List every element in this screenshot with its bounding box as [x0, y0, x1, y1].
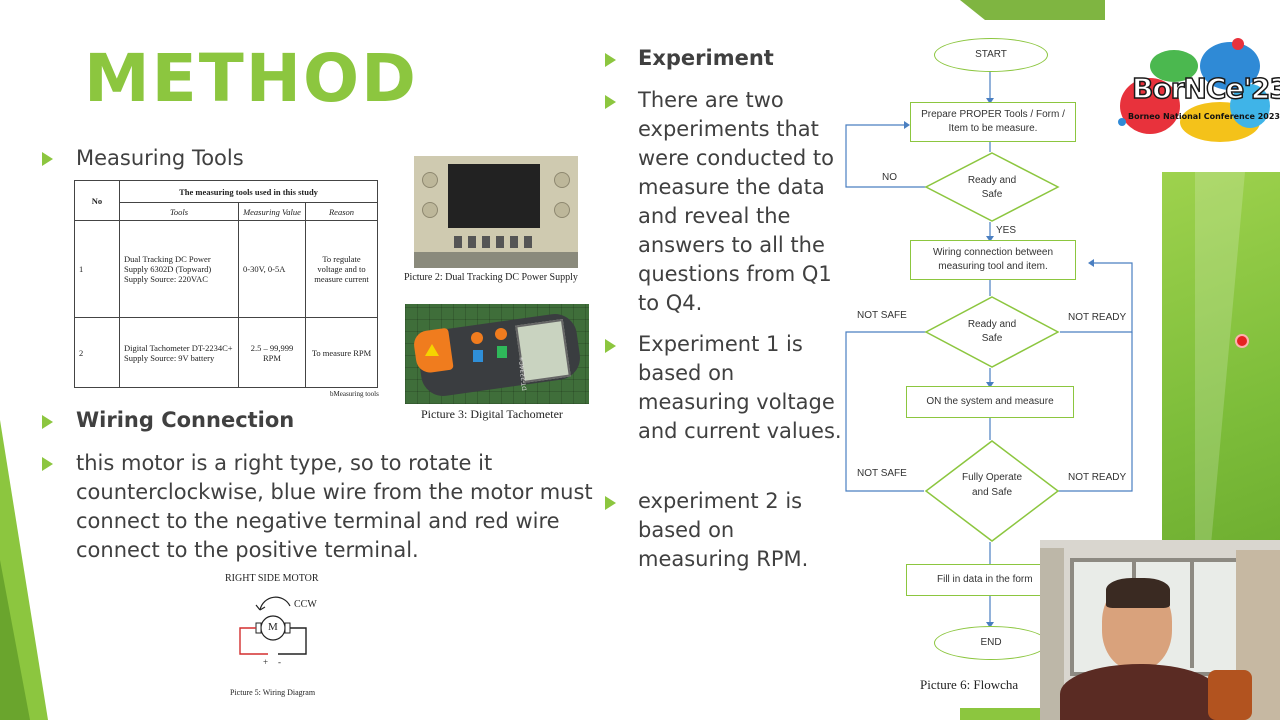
laser-pointer-dot [1235, 334, 1249, 348]
experiment-description: There are two experiments that were cond… [638, 88, 834, 315]
minus-terminal-label: - [278, 657, 281, 667]
table-header-no: No [74, 180, 120, 221]
logo-name: BorNCe'23 [1131, 71, 1280, 106]
bornce-logo [1118, 38, 1270, 142]
top-accent-bar [985, 0, 1105, 20]
bottom-accent-bar [960, 708, 1050, 720]
table-row: 1 Dual Tracking DC Power Supply 6302D (T… [74, 219, 378, 319]
not-safe-label: NOT SAFE [857, 310, 907, 321]
flowchart-prepare-step: Prepare PROPER Tools / Form / Item to be… [910, 102, 1076, 142]
experiment-1-text: Experiment 1 is based on measuring volta… [638, 332, 842, 443]
not-ready-label: NOT READY [1068, 472, 1127, 483]
motor-label: M [268, 621, 278, 633]
measuring-tools-heading: Measuring Tools [76, 146, 244, 170]
table-row: 2 Digital Tachometer DT-2234C+ Supply So… [74, 317, 378, 388]
logo-subtitle: Borneo National Conference 2023 [1128, 112, 1280, 121]
power-supply-photo [414, 156, 578, 268]
bullet-icon [42, 152, 53, 166]
yes-label: YES [996, 225, 1017, 236]
not-ready-label: NOT READY [1068, 312, 1127, 323]
picture-6-caption: Picture 6: Flowcha [920, 677, 1019, 692]
picture-2-caption: Picture 2: Dual Tracking DC Power Supply [404, 272, 578, 283]
table-cell: 2.5 – 99,999 RPM [238, 317, 306, 388]
flowchart-decision-2 [924, 296, 1060, 368]
flowchart-decision-1 [924, 152, 1060, 222]
decision-3-label: Fully Operate and Safe [961, 472, 1023, 498]
table-cell: Digital Tachometer DT-2234C+ Supply Sour… [119, 317, 239, 388]
table-cell: 2 [74, 317, 120, 388]
table-col-tools: Tools [119, 202, 239, 221]
bullet-icon [605, 496, 616, 510]
measuring-tools-table: No The measuring tools used in this stud… [74, 180, 378, 388]
experiment-2-text: experiment 2 is based on measuring RPM. [638, 489, 809, 571]
bullet-icon [605, 53, 616, 67]
picture-5-caption: Picture 5: Wiring Diagram [230, 688, 316, 697]
table-cell: To regulate voltage and to measure curre… [305, 219, 378, 319]
wiring-description: this motor is a right type, so to rotate… [76, 451, 593, 562]
presenter-webcam [1040, 540, 1280, 720]
no-label: NO [882, 172, 897, 183]
left-accent-triangle-dark [0, 560, 30, 720]
ccw-label: CCW [294, 599, 317, 610]
table-cell: To measure RPM [305, 317, 378, 388]
flowchart-end: END [934, 626, 1048, 660]
bullet-icon [42, 415, 53, 429]
table-cell: 1 [74, 219, 120, 319]
decision-1-label: Ready and Safe [967, 175, 1017, 200]
wiring-connection-heading: Wiring Connection [76, 408, 295, 432]
plus-terminal-label: + [263, 657, 269, 667]
flowchart-on-system-step: ON the system and measure [906, 386, 1074, 418]
top-accent-triangle [960, 0, 985, 20]
table-col-value: Measuring Value [238, 202, 306, 221]
table-cell: Dual Tracking DC Power Supply 6302D (Top… [119, 219, 239, 319]
flowchart-wiring-step: Wiring connection between measuring tool… [910, 240, 1076, 280]
bullet-icon [605, 339, 616, 353]
tachometer-photo: DT-2234C+ [405, 304, 589, 404]
experiment-heading: Experiment [638, 46, 774, 70]
flowchart-decision-3 [924, 440, 1060, 542]
wiring-diagram-title: RIGHT SIDE MOTOR [225, 573, 319, 584]
table-header-title: The measuring tools used in this study [119, 180, 378, 203]
table-note: bMeasuring tools [330, 390, 379, 398]
flowchart-connectors [845, 70, 1133, 628]
table-col-reason: Reason [305, 202, 378, 221]
picture-3-caption: Picture 3: Digital Tachometer [421, 407, 563, 421]
bullet-icon [605, 95, 616, 109]
slide-title: METHOD [84, 40, 418, 117]
decision-2-label: Ready and Safe [967, 319, 1017, 344]
table-cell: 0-30V, 0-5A [238, 219, 306, 319]
wiring-diagram [239, 596, 307, 655]
bullet-icon [42, 457, 53, 471]
flowchart-start: START [934, 38, 1048, 72]
not-safe-label: NOT SAFE [857, 468, 907, 479]
